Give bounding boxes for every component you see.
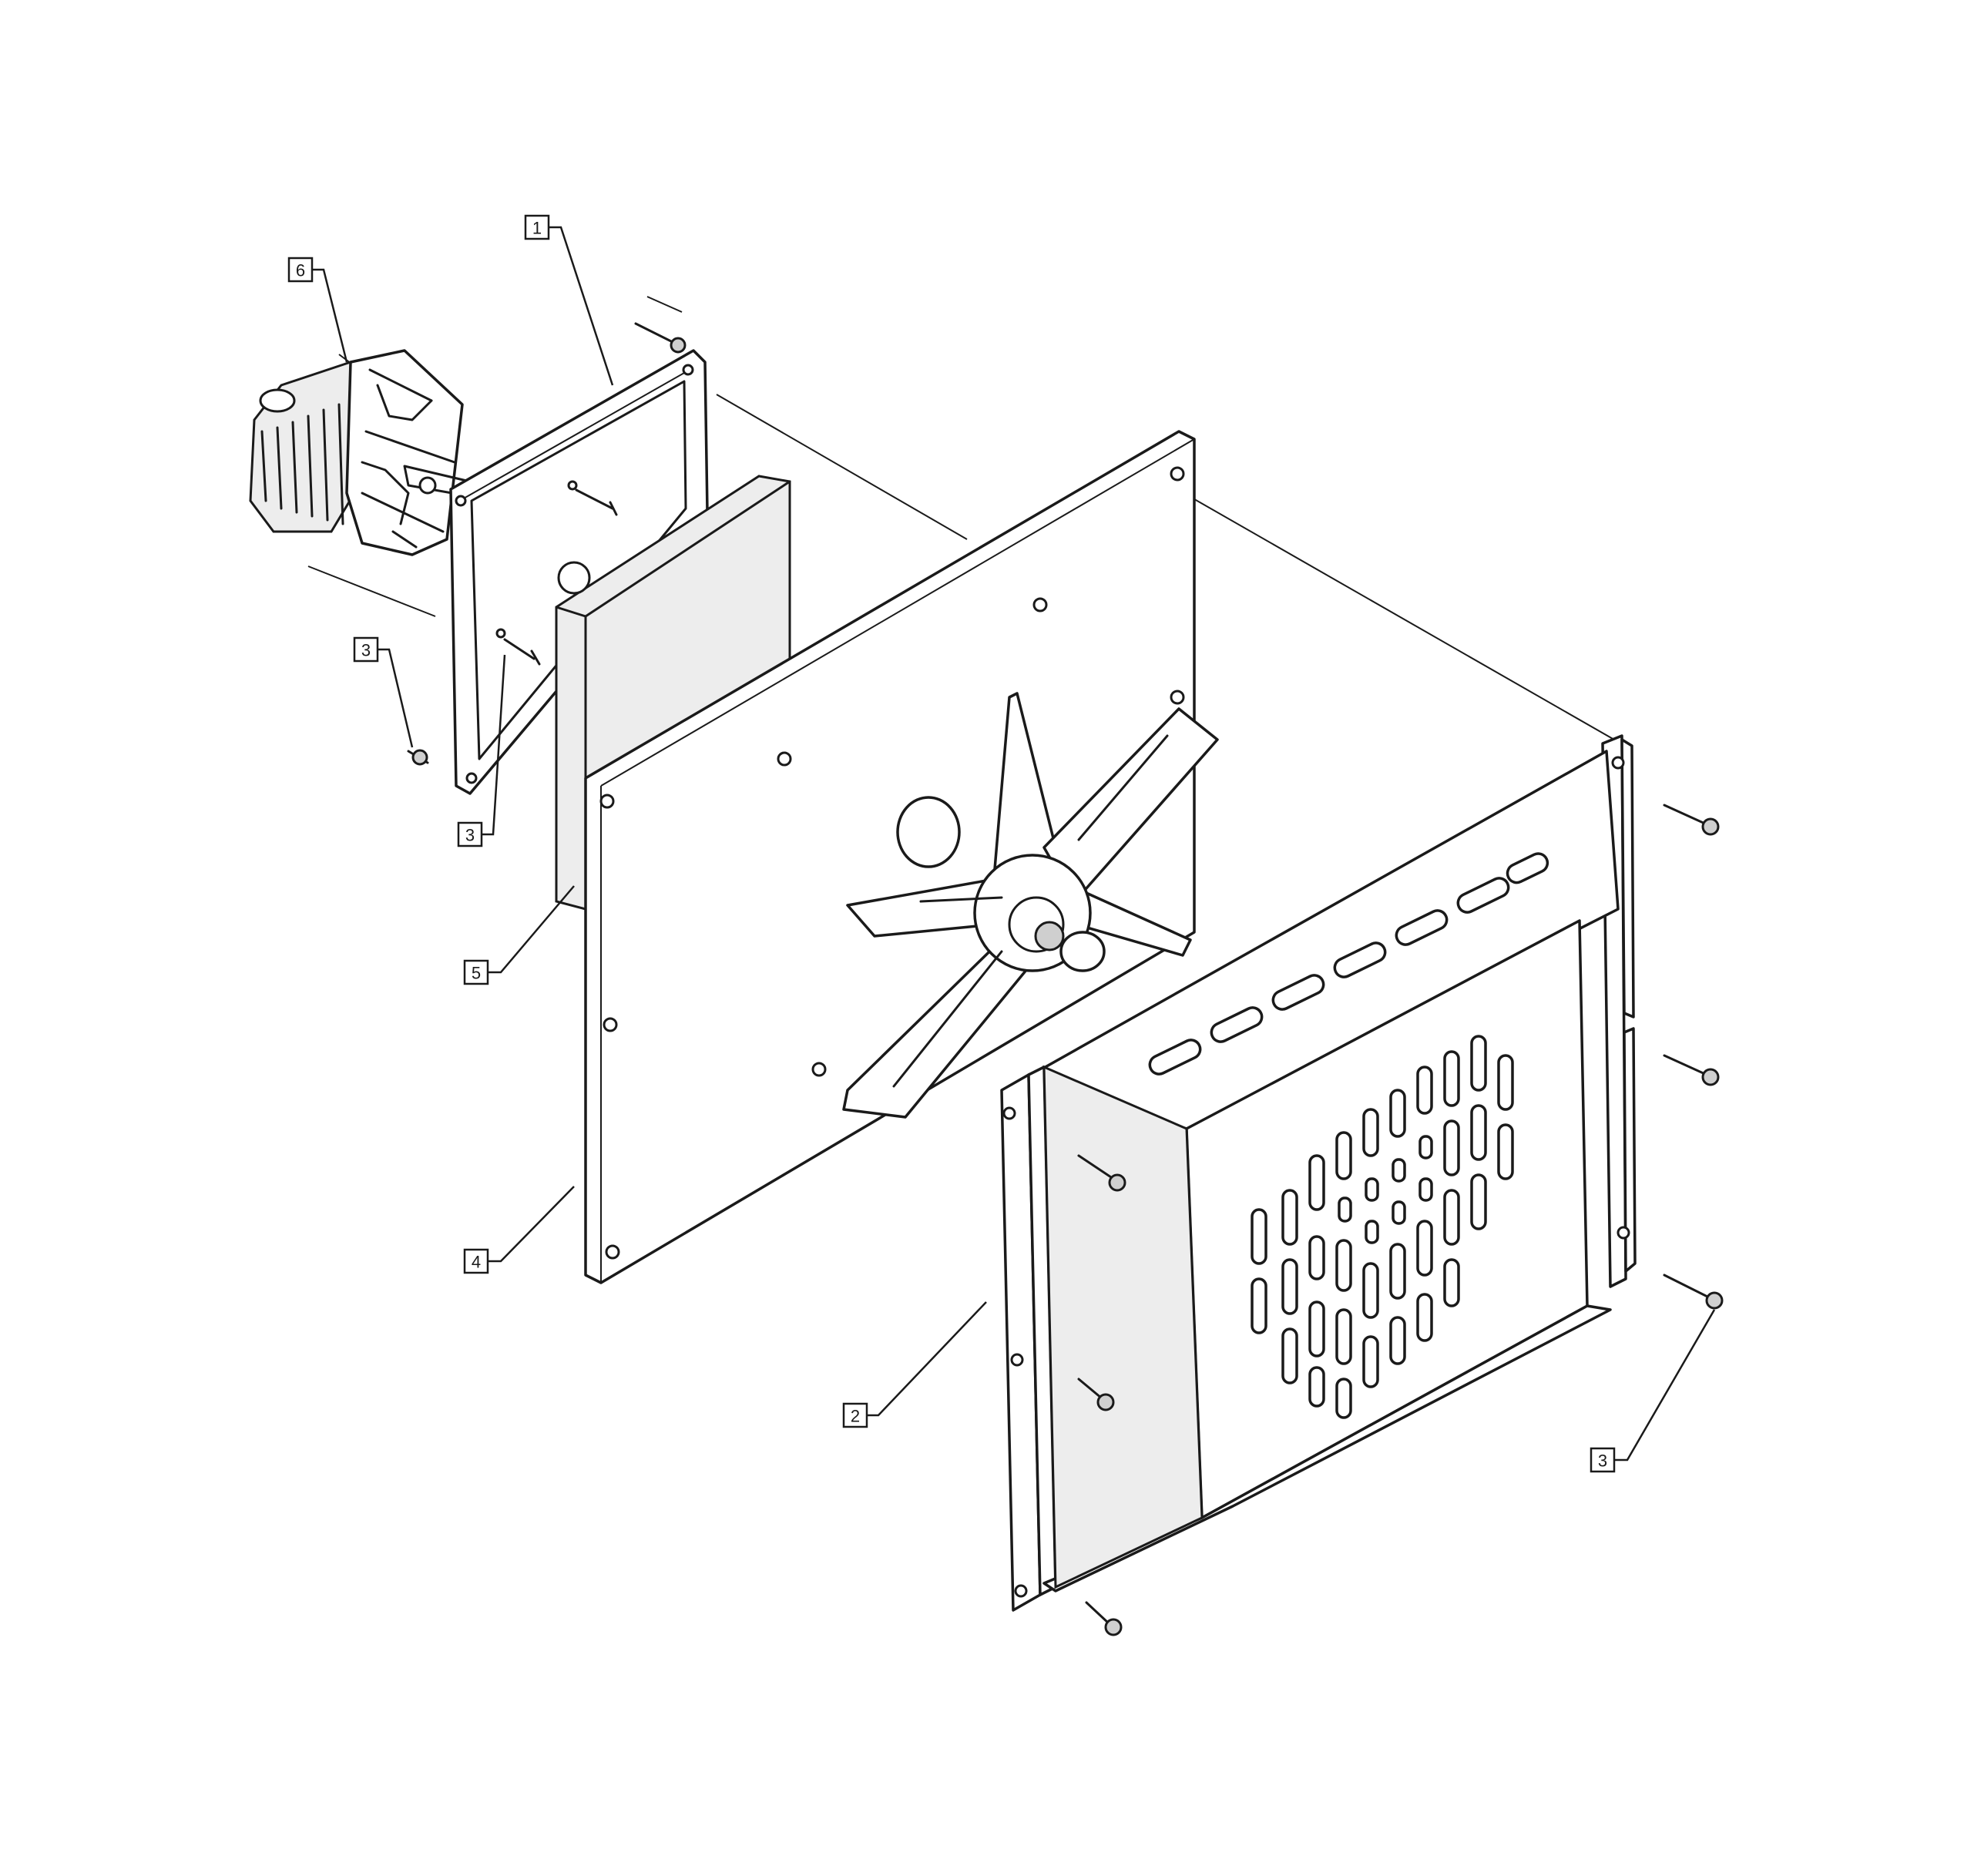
callout: 1 xyxy=(524,214,550,240)
screw-icon xyxy=(407,749,429,766)
callout-label: 6 xyxy=(296,261,305,280)
callouts: 1 6 3 3 5 4 2 3 xyxy=(287,214,1616,1473)
fan-cover xyxy=(1000,734,1637,1612)
callout: 3 xyxy=(1590,1447,1616,1473)
callout-label: 3 xyxy=(361,641,371,660)
back-panel xyxy=(584,430,1196,1284)
screw-icon xyxy=(634,322,687,354)
screw-icon xyxy=(1085,1601,1123,1636)
callout-label: 3 xyxy=(465,826,475,845)
callout-label: 5 xyxy=(472,964,481,983)
screw-icon xyxy=(1077,1154,1126,1192)
fan-blade xyxy=(842,692,1219,1119)
leader-lines xyxy=(312,226,1716,1462)
callout-label: 1 xyxy=(532,219,542,238)
callout: 5 xyxy=(463,959,489,985)
callout: 6 xyxy=(287,257,314,283)
callout: 4 xyxy=(463,1248,489,1274)
screw-icon xyxy=(1077,1378,1115,1411)
callout-label: 3 xyxy=(1598,1451,1607,1471)
top-slots xyxy=(1148,852,1549,1076)
fan-motor xyxy=(249,349,478,556)
callout: 3 xyxy=(457,821,483,847)
callout-label: 4 xyxy=(472,1253,481,1272)
callout: 2 xyxy=(842,1402,868,1428)
callout-label: 2 xyxy=(851,1407,860,1426)
screw-icon xyxy=(1663,1274,1724,1310)
screw-icon xyxy=(1663,804,1720,836)
callout: 3 xyxy=(353,636,379,663)
vent-grille xyxy=(1251,1035,1514,1419)
screws xyxy=(407,322,1724,1636)
screw-icon xyxy=(1663,1054,1720,1086)
